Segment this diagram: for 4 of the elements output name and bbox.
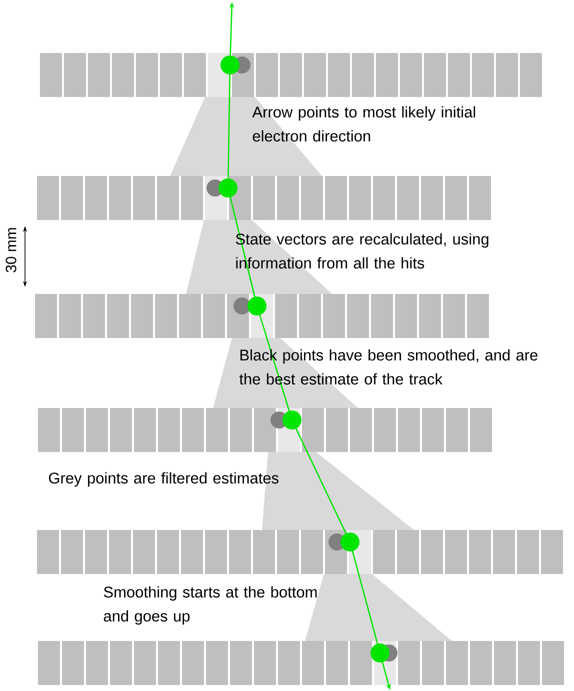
note-text: Arrow points to most likely initial electron direction	[252, 106, 476, 142]
note-text: Smoothing starts at the bottom and goes up	[104, 586, 317, 625]
note-text: Grey points are filtered estimates	[48, 472, 278, 487]
dimension-label: 30 mm	[6, 228, 16, 272]
